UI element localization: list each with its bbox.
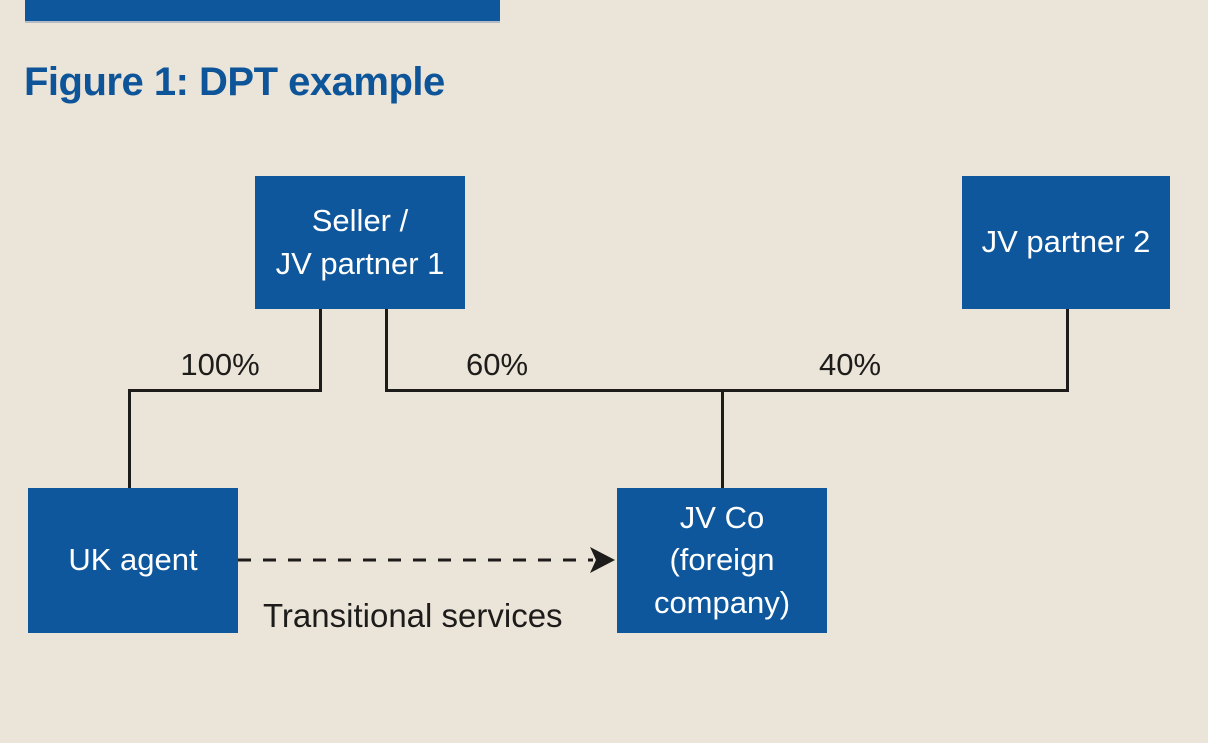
line-jv-partner-2-down xyxy=(1066,309,1069,392)
line-horizontal-60-40-percent xyxy=(385,389,1069,392)
edge-label-100-percent: 100% xyxy=(180,347,260,382)
node-uk-agent: UK agent xyxy=(28,488,238,633)
line-seller-down-left xyxy=(319,309,322,392)
line-down-to-jv-co xyxy=(721,389,724,488)
arrow-label-transitional-services: Transitional services xyxy=(263,597,563,634)
line-down-to-uk-agent xyxy=(128,389,131,488)
top-accent-bar xyxy=(25,0,500,21)
node-seller-jv-partner-1: Seller / JV partner 1 xyxy=(255,176,465,309)
dashed-arrow-transitional-services xyxy=(238,547,615,573)
line-seller-down-right xyxy=(385,309,388,392)
edge-label-40-percent: 40% xyxy=(818,347,882,382)
edge-label-60-percent: 60% xyxy=(465,347,529,382)
node-jv-co-foreign-company: JV Co (foreign company) xyxy=(617,488,827,633)
figure-title: Figure 1: DPT example xyxy=(24,60,445,104)
node-jv-partner-2: JV partner 2 xyxy=(962,176,1170,309)
line-horizontal-100-percent xyxy=(128,389,322,392)
